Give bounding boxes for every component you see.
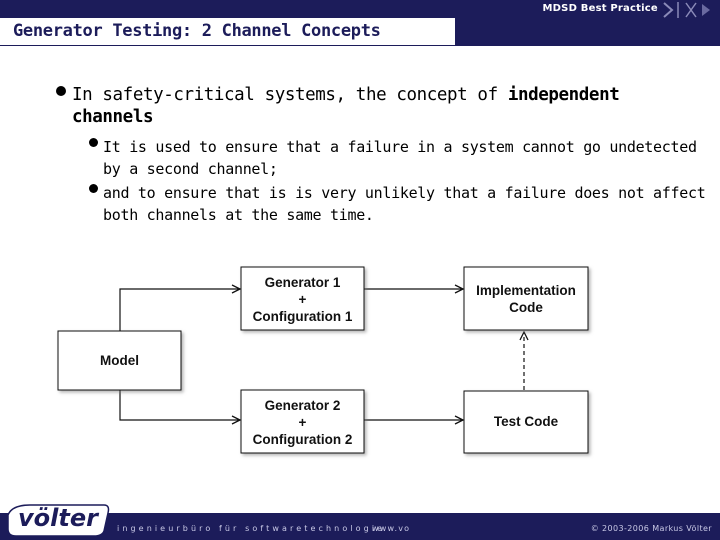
node-label: Configuration 1	[253, 309, 353, 324]
node-implementation-code: Implementation Code	[463, 266, 589, 331]
node-label: Configuration 2	[253, 432, 353, 447]
page-title: Generator Testing: 2 Channel Concepts	[13, 21, 381, 41]
corner-logo-icon	[658, 0, 714, 20]
footer-tagline: ingenieurbüro für softwaretechnologie	[117, 524, 386, 533]
title-strip	[0, 18, 455, 45]
bullet-level2: and to ensure that is is very unlikely t…	[103, 184, 706, 224]
bullet-dot-icon	[56, 86, 66, 96]
node-label: +	[299, 415, 307, 430]
node-generator-1: Generator 1 + Configuration 1	[240, 266, 365, 331]
footer-logo-text: völter	[18, 504, 98, 532]
node-label: Test Code	[494, 414, 559, 429]
edge-model-to-gen2	[119, 390, 240, 420]
node-label: Code	[509, 300, 543, 315]
bullet-dot-icon	[89, 138, 98, 147]
edge-model-to-gen1	[119, 289, 240, 331]
node-label: Generator 2	[265, 398, 341, 413]
voelter-logo-icon	[8, 504, 110, 537]
node-test-code: Test Code	[463, 390, 589, 454]
bullet-text: In safety-critical systems, the concept …	[72, 85, 508, 105]
node-label: Model	[100, 353, 139, 368]
bullet-level1: In safety-critical systems, the concept …	[72, 84, 672, 128]
connector-lines	[119, 289, 524, 420]
footer-bar	[0, 513, 720, 540]
footer-copyright: © 2003-2006 Markus Völter	[590, 524, 712, 533]
bullet-dot-icon	[89, 184, 98, 193]
bullet-bold-text: independent channels	[72, 85, 620, 127]
node-model: Model	[57, 330, 182, 391]
node-generator-2: Generator 2 + Configuration 2	[240, 389, 365, 454]
bullet-level2: It is used to ensure that a failure in a…	[103, 138, 697, 178]
footer-url: www.vo	[372, 524, 411, 533]
node-label: Generator 1	[265, 275, 341, 290]
node-label: +	[299, 292, 307, 307]
node-label: Implementation	[476, 283, 576, 298]
top-label: MDSD Best Practices	[542, 3, 664, 14]
